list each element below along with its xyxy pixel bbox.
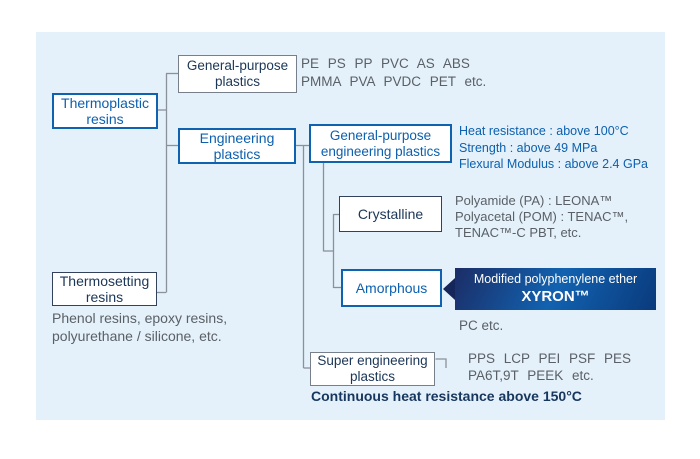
engineering-specs: Heat resistance : above 100°C Strength :…	[459, 124, 648, 171]
node-general-purpose-engineering-plastics: General-purpose engineering plastics	[309, 124, 452, 163]
node-crystalline: Crystalline	[339, 196, 442, 232]
node-general-purpose-plastics: General-purpose plastics	[178, 55, 297, 93]
general-purpose-examples: PE PS PP PVC AS ABS PMMA PVA PVDC PET et…	[301, 56, 487, 89]
crystalline-examples: Polyamide (PA) : LEONA™ Polyacetal (POM)…	[455, 193, 629, 240]
xyron-highlight-box: Modified polyphenylene ether XYRON™	[455, 268, 656, 310]
node-thermosetting-resins: Thermosetting resins	[52, 272, 157, 306]
xyron-brand: XYRON™	[521, 288, 590, 305]
node-thermoplastic-resins: Thermoplastic resins	[52, 93, 158, 129]
node-engineering-plastics: Engineering plastics	[178, 128, 296, 164]
node-super-engineering-plastics: Super engineering plastics	[310, 352, 435, 386]
amorphous-examples: PC etc.	[459, 318, 504, 333]
xyron-description: Modified polyphenylene ether	[473, 272, 638, 286]
thermosetting-examples: Phenol resins, epoxy resins, polyurethan…	[52, 310, 228, 344]
node-amorphous: Amorphous	[341, 269, 442, 307]
super-examples: PPS LCP PEI PSF PES PA6T,9T PEEK etc.	[468, 351, 632, 383]
xyron-arrow-icon	[443, 278, 455, 300]
super-heat-note: Continuous heat resistance above 150°C	[311, 388, 582, 404]
